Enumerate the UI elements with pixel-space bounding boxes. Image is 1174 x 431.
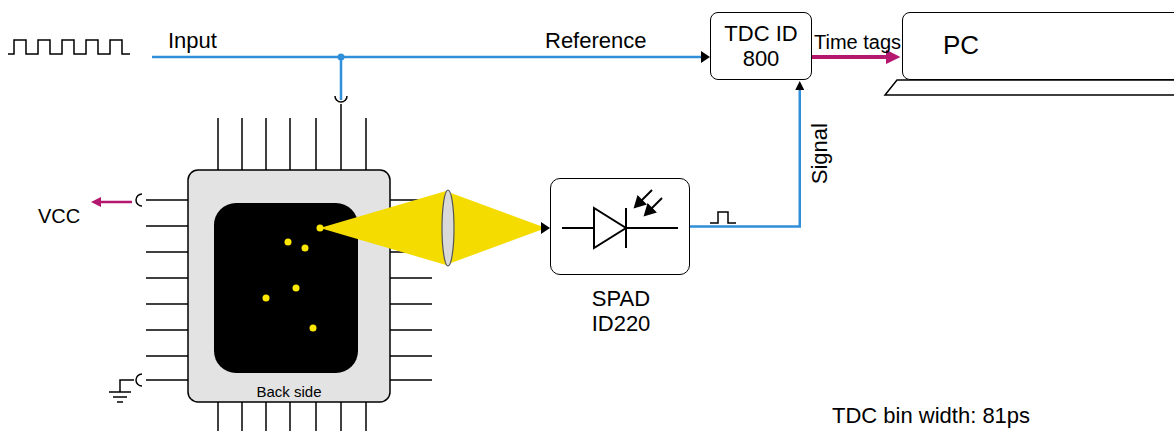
pin bbox=[265, 118, 267, 170]
pin bbox=[365, 118, 367, 170]
chip-pins bbox=[146, 104, 432, 431]
square-wave-symbol bbox=[8, 40, 130, 54]
pc-monitor: PC bbox=[902, 12, 1174, 80]
time-tag-arrow bbox=[812, 55, 886, 59]
pin bbox=[365, 402, 367, 431]
signal-name: Reference bbox=[545, 28, 647, 53]
emission-spot bbox=[317, 225, 324, 232]
signal-wire bbox=[690, 90, 800, 227]
device-name: PC bbox=[943, 31, 979, 61]
ground-symbol bbox=[109, 391, 131, 393]
pc-keyboard-base bbox=[885, 80, 1174, 95]
pin bbox=[146, 355, 188, 357]
pin bbox=[340, 402, 342, 431]
supply-arrowhead bbox=[91, 197, 101, 207]
pin bbox=[146, 277, 188, 279]
pin bbox=[146, 225, 188, 227]
chip-package: Back side bbox=[188, 170, 390, 402]
pin bbox=[289, 402, 291, 431]
pin bbox=[390, 303, 432, 305]
note: TDC bin width: 81ps bbox=[832, 403, 1030, 428]
pin bbox=[390, 379, 432, 381]
detector-output bbox=[710, 212, 736, 223]
emission-spot bbox=[293, 285, 300, 292]
pin bbox=[315, 402, 317, 431]
spad-detector: SPAD ID220 bbox=[550, 178, 690, 275]
emission-spot bbox=[263, 295, 270, 302]
power-connections bbox=[91, 194, 142, 402]
light-cone bbox=[320, 191, 446, 265]
pin bbox=[217, 402, 219, 431]
detector-input-triangle bbox=[541, 222, 550, 234]
connector-label: Time tags bbox=[814, 31, 901, 54]
pin bbox=[146, 251, 188, 253]
ground-symbol bbox=[117, 401, 123, 403]
tdc-box: TDC ID 800 bbox=[710, 12, 812, 80]
pin bbox=[146, 329, 188, 331]
device-name: SPAD ID220 bbox=[566, 286, 676, 337]
pin-socket bbox=[136, 194, 142, 206]
pin bbox=[146, 199, 188, 201]
signal-name: Input bbox=[168, 28, 217, 53]
lens bbox=[442, 190, 454, 266]
chip-package-body bbox=[188, 170, 390, 402]
device-name: TDC ID 800 bbox=[718, 21, 804, 72]
pin bbox=[390, 277, 432, 279]
pin bbox=[241, 402, 243, 431]
emission-spot bbox=[310, 325, 317, 332]
chip-side-label: Back side bbox=[256, 383, 321, 400]
ground-symbol bbox=[113, 396, 127, 398]
diode-lead bbox=[562, 227, 594, 229]
emission-spot bbox=[285, 239, 292, 246]
pin-name: VCC bbox=[38, 205, 80, 228]
emission-spot bbox=[302, 245, 309, 252]
connector-label: Signal bbox=[807, 123, 832, 184]
light-arrowhead bbox=[635, 197, 645, 207]
light-arrowhead bbox=[645, 205, 655, 215]
pulse-symbol bbox=[710, 212, 736, 223]
pin-socket bbox=[136, 374, 142, 386]
pin bbox=[217, 118, 219, 170]
light-cone bbox=[451, 193, 546, 263]
photodiode-symbol bbox=[562, 190, 678, 248]
pin bbox=[390, 329, 432, 331]
pin bbox=[146, 303, 188, 305]
pin bbox=[241, 118, 243, 170]
pin bbox=[146, 379, 188, 381]
ground-wire bbox=[120, 380, 134, 392]
chip-body bbox=[188, 170, 390, 402]
pin bbox=[315, 118, 317, 170]
pin-socket bbox=[335, 96, 347, 102]
chip-input-wire bbox=[340, 57, 343, 100]
supply-arrow bbox=[100, 201, 132, 204]
light-path bbox=[317, 190, 551, 266]
pin bbox=[340, 104, 342, 170]
diode-lead bbox=[626, 227, 678, 229]
reference-wire bbox=[152, 56, 702, 59]
pin bbox=[265, 402, 267, 431]
diode-triangle bbox=[594, 208, 626, 248]
pin bbox=[289, 118, 291, 170]
pin bbox=[390, 355, 432, 357]
input-port-triangle bbox=[701, 51, 710, 63]
